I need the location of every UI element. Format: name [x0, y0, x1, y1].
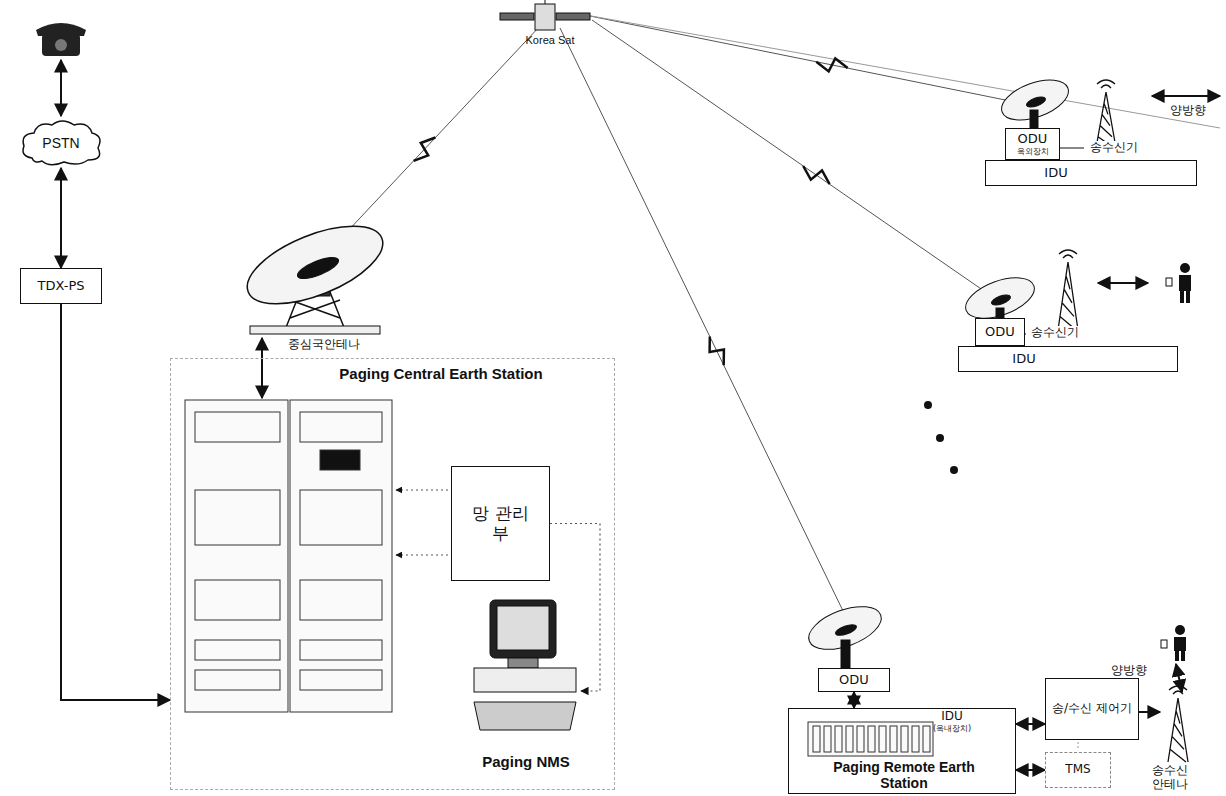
equipment-box: ODU — [818, 668, 890, 692]
node-label: 송/수신 제어기 — [1052, 702, 1132, 716]
satellite-link — [330, 14, 1220, 615]
two-way-arrow — [1098, 282, 1148, 284]
person-icon — [1166, 263, 1191, 303]
continuation-dots — [924, 401, 958, 474]
equipment-box: IDU — [958, 346, 1178, 372]
equipment-rack — [185, 400, 392, 712]
node-label: IDU — [1036, 166, 1076, 181]
connector — [60, 168, 62, 268]
telephone-icon — [36, 23, 86, 56]
equipment-box: TMS — [1045, 752, 1111, 788]
text-label: Korea Sat — [518, 34, 582, 47]
equipment-box: 송/수신 제어기 — [1045, 678, 1139, 740]
lightning-bolt — [414, 59, 848, 366]
control-line — [1078, 742, 1079, 750]
central-antenna — [237, 210, 393, 334]
connector — [61, 304, 170, 700]
satellite-icon — [500, 0, 590, 30]
text-label: 송수신기 — [1084, 141, 1144, 155]
computer-icon — [474, 600, 576, 730]
text-label: 양방향 — [1162, 104, 1214, 118]
text-label: 송수신 안테나 — [1138, 764, 1202, 792]
station-region: Paging Central Earth Station 망 관리 부 Paging… — [170, 358, 615, 790]
node-label: TDX-PS — [38, 279, 85, 294]
node-label: TMS — [1065, 763, 1090, 777]
equipment-box: TDX-PS — [20, 268, 102, 304]
connector — [550, 524, 600, 692]
remote-antenna — [803, 598, 887, 668]
equipment-box: 망 관리 부 — [451, 466, 550, 581]
equipment-box: Paging NMS — [471, 593, 581, 789]
two-way-arrow — [1152, 95, 1220, 97]
phone-line — [60, 60, 62, 116]
node-label: Paging Central Earth Station — [321, 365, 561, 382]
person-icon — [1161, 625, 1186, 661]
equipment-box: IDU(옥내장치) Paging Remote Earth Station — [788, 708, 1016, 794]
node-sublabel: Paging Remote Earth Station — [809, 759, 999, 791]
text-label: 중심국안테나 — [272, 338, 376, 352]
equipment-box: ODU — [975, 318, 1025, 346]
connector — [1016, 769, 1045, 771]
node-sublabel: (옥내장치) — [927, 724, 977, 733]
two-way-arrow — [1176, 664, 1182, 692]
antenna-link — [261, 338, 263, 398]
equipment-rack — [808, 722, 933, 756]
control-line — [396, 490, 448, 555]
equipment-box: ODU옥외장치 — [1005, 128, 1060, 160]
node-label: PSTN — [42, 135, 79, 151]
node-label: Paging NMS — [471, 753, 581, 770]
connector — [1016, 723, 1045, 725]
node-label: ODU — [1018, 132, 1048, 147]
node-label: ODU — [839, 673, 869, 688]
text-label: 송수신기 — [1026, 326, 1084, 340]
connector — [853, 692, 855, 708]
network-cloud: PSTN — [18, 118, 104, 168]
text-label: 양방향 — [1104, 664, 1154, 678]
node-label: IDU — [1004, 352, 1044, 367]
equipment-box: IDU — [985, 160, 1197, 186]
node-label: 망 관리 부 — [464, 504, 537, 543]
node-label: IDU — [935, 710, 969, 724]
node-label: ODU — [985, 325, 1015, 340]
node-sublabel: 옥외장치 — [1017, 147, 1049, 156]
